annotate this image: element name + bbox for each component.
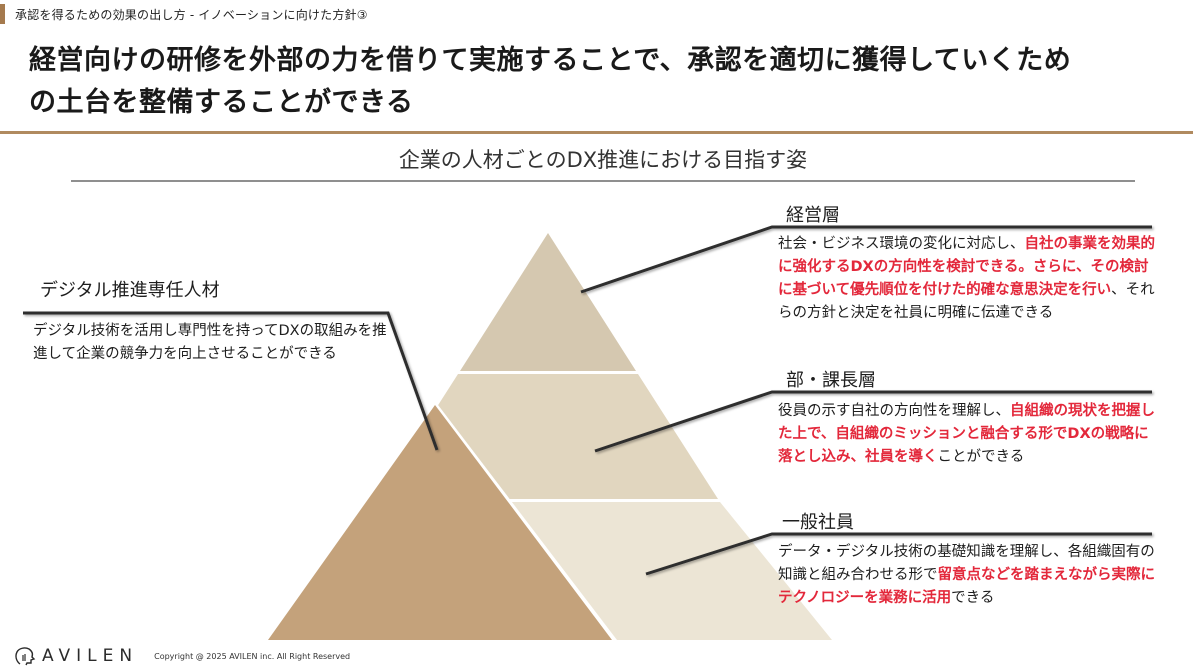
- desc-text: 役員の示す自社の方向性を理解し、: [778, 403, 1010, 419]
- tier-desc-manager: 役員の示す自社の方向性を理解し、自組織の現状を把握した上で、自組織のミッションと…: [778, 400, 1158, 469]
- desc-highlight: 自社の事業を効果的に強化するDXの方向性を検討できる。さらに、その検討に基づいて…: [778, 236, 1155, 298]
- tier-desc-executive: 社会・ビジネス環境の変化に対応し、自社の事業を効果的に強化するDXの方向性を検討…: [778, 233, 1158, 325]
- diagram-title: 企業の人材ごとのDX推進における目指す姿: [398, 148, 808, 172]
- avilen-logo-text: AVILEN: [42, 646, 139, 666]
- desc-text: ことができる: [937, 449, 1025, 465]
- diagram-title-underline: [71, 180, 1135, 182]
- desc-text: できる: [951, 590, 995, 606]
- callout-line-manager: [594, 390, 1152, 453]
- section-tag-accent: [0, 4, 5, 24]
- desc-text: 社会・ビジネス環境の変化に対応し、: [778, 236, 1025, 252]
- callout-line-staff: [645, 532, 1152, 576]
- avilen-logo-icon: [15, 647, 36, 666]
- copyright-text: Copyright @ 2025 AVILEN inc. All Right R…: [154, 651, 351, 661]
- specialist-title: デジタル推進専任人材: [40, 280, 220, 301]
- desc-highlight: 留意点などを踏まえながら実際にテクノロジーを業務に活用: [778, 567, 1155, 606]
- headline-line-2: の土台を整備することができる: [29, 87, 414, 118]
- callout-line-specialist: [23, 311, 439, 451]
- tier-title-staff: 一般社員: [782, 512, 854, 533]
- desc-highlight: 自組織の現状を把握した上で、自組織のミッションと融合する形でDXの戦略に落とし込…: [778, 403, 1155, 465]
- pyramid-tier-executive: [460, 233, 636, 371]
- tier-title-manager: 部・課長層: [786, 370, 876, 391]
- section-tag-text: 承認を得るための効果の出し方 - イノベーションに向けた方針③: [15, 7, 368, 22]
- headline-divider: [0, 131, 1193, 134]
- section-tag: 承認を得るための効果の出し方 - イノベーションに向けた方針③: [0, 4, 368, 24]
- page-headline: 経営向けの研修を外部の力を借りて実施することで、承認を適切に獲得していくため の…: [29, 40, 1179, 124]
- desc-text: 、それらの方針と決定を社員に明確に伝達できる: [778, 282, 1155, 321]
- specialist-desc: デジタル技術を活用し専門性を持ってDXの取組みを推進して企業の競争力を向上させる…: [33, 323, 387, 362]
- tier-desc-staff: データ・デジタル技術の基礎知識を理解し、各組織固有の知識と組み合わせる形で留意点…: [778, 541, 1158, 610]
- footer: AVILEN Copyright @ 2025 AVILEN inc. All …: [14, 646, 350, 666]
- desc-text: データ・デジタル技術の基礎知識を理解し、各組織固有の知識と組み合わせる形で: [778, 544, 1155, 583]
- tier-title-executive: 経営層: [786, 205, 840, 226]
- headline-line-1: 経営向けの研修を外部の力を借りて実施することで、承認を適切に獲得していくため: [29, 45, 1072, 76]
- callout-line-executive: [580, 225, 1152, 294]
